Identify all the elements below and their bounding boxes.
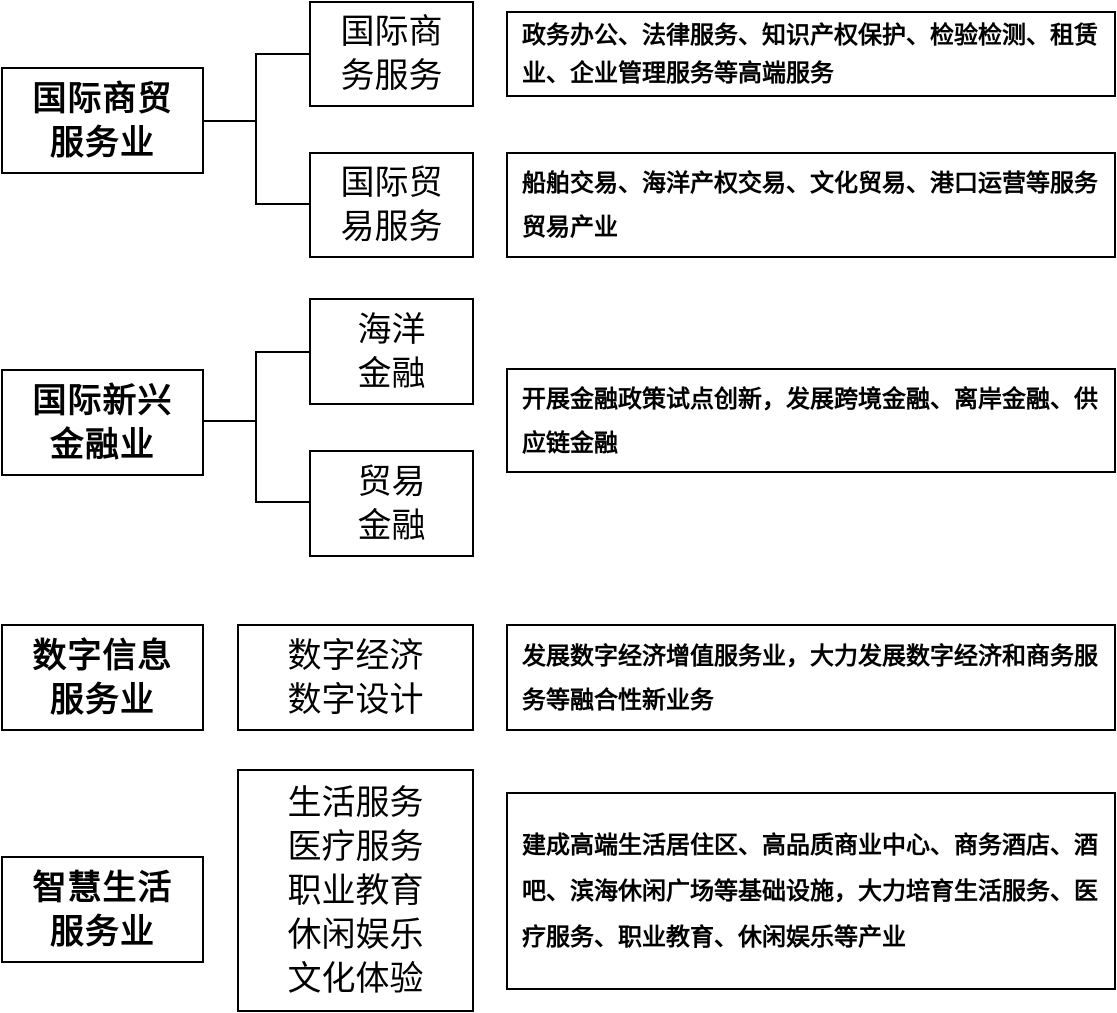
- sub-label: 医疗服务: [287, 826, 424, 867]
- category-box-trade-services: 国际商贸 服务业: [1, 67, 204, 174]
- description-text: 发展数字经济增值服务业，大力发展数字经济和商务服务等融合性新业务: [522, 641, 1098, 714]
- sub-box-trade-services: 国际贸 易服务: [309, 152, 474, 258]
- sub-label: 生活服务: [287, 782, 424, 823]
- sub-label: 务服务: [340, 56, 443, 96]
- sub-label: 海洋: [357, 309, 426, 350]
- sub-label: 金融: [357, 353, 426, 394]
- connector-line: [203, 420, 257, 422]
- description-box: 政务办公、法律服务、知识产权保护、检验检测、租赁业、企业管理服务等高端服务: [506, 11, 1116, 97]
- sub-label: 休闲娱乐: [287, 914, 424, 955]
- description-text: 开展金融政策试点创新，发展跨境金融、离岸金融、供应链金融: [522, 384, 1098, 457]
- category-box-emerging-finance: 国际新兴 金融业: [1, 369, 204, 476]
- category-label: 服务业: [50, 122, 155, 163]
- connector-line: [255, 351, 310, 353]
- category-box-smart-living: 智慧生活 服务业: [1, 856, 204, 963]
- description-box: 建成高端生活居住区、高品质商业中心、商务酒店、酒吧、滨海休闲广场等基础设施，大力…: [506, 792, 1116, 990]
- connector-line: [255, 203, 310, 205]
- category-label: 智慧生活: [32, 867, 173, 908]
- sub-box-marine-finance: 海洋 金融: [309, 298, 474, 405]
- sub-label: 文化体验: [287, 958, 424, 999]
- sub-box-digital: 数字经济 数字设计: [237, 624, 474, 731]
- sub-box-trade-finance: 贸易 金融: [309, 450, 474, 557]
- sub-label: 贸易: [357, 461, 426, 502]
- category-label: 服务业: [50, 911, 155, 952]
- connector-line: [255, 53, 310, 55]
- sub-label: 金融: [357, 505, 426, 546]
- sub-label: 国际贸: [340, 163, 443, 203]
- sub-label: 易服务: [340, 207, 443, 247]
- connector-line: [255, 351, 257, 503]
- description-text: 船舶交易、海洋产权交易、文化贸易、港口运营等服务贸易产业: [522, 169, 1098, 241]
- sub-box-living: 生活服务 医疗服务 职业教育 休闲娱乐 文化体验: [237, 769, 474, 1012]
- category-label: 金融业: [50, 424, 155, 465]
- description-text: 政务办公、法律服务、知识产权保护、检验检测、租赁业、企业管理服务等高端服务: [522, 21, 1098, 87]
- description-text: 建成高端生活居住区、高品质商业中心、商务酒店、酒吧、滨海休闲广场等基础设施，大力…: [522, 831, 1098, 951]
- sub-label: 数字经济: [287, 635, 424, 676]
- category-label: 国际新兴: [32, 380, 173, 421]
- sub-label: 国际商: [340, 12, 443, 52]
- sub-label: 数字设计: [287, 679, 424, 720]
- sub-label: 职业教育: [287, 870, 424, 911]
- description-box: 开展金融政策试点创新，发展跨境金融、离岸金融、供应链金融: [506, 368, 1116, 473]
- sub-box-business-services: 国际商 务服务: [309, 1, 474, 107]
- category-label: 服务业: [50, 679, 155, 720]
- connector-line: [255, 501, 310, 503]
- description-box: 船舶交易、海洋产权交易、文化贸易、港口运营等服务贸易产业: [506, 152, 1116, 258]
- category-label: 国际商贸: [32, 78, 173, 119]
- description-box: 发展数字经济增值服务业，大力发展数字经济和商务服务等融合性新业务: [506, 624, 1116, 731]
- category-label: 数字信息: [32, 635, 173, 676]
- connector-line: [255, 53, 257, 205]
- category-box-digital-info: 数字信息 服务业: [1, 624, 204, 731]
- connector-line: [203, 120, 257, 122]
